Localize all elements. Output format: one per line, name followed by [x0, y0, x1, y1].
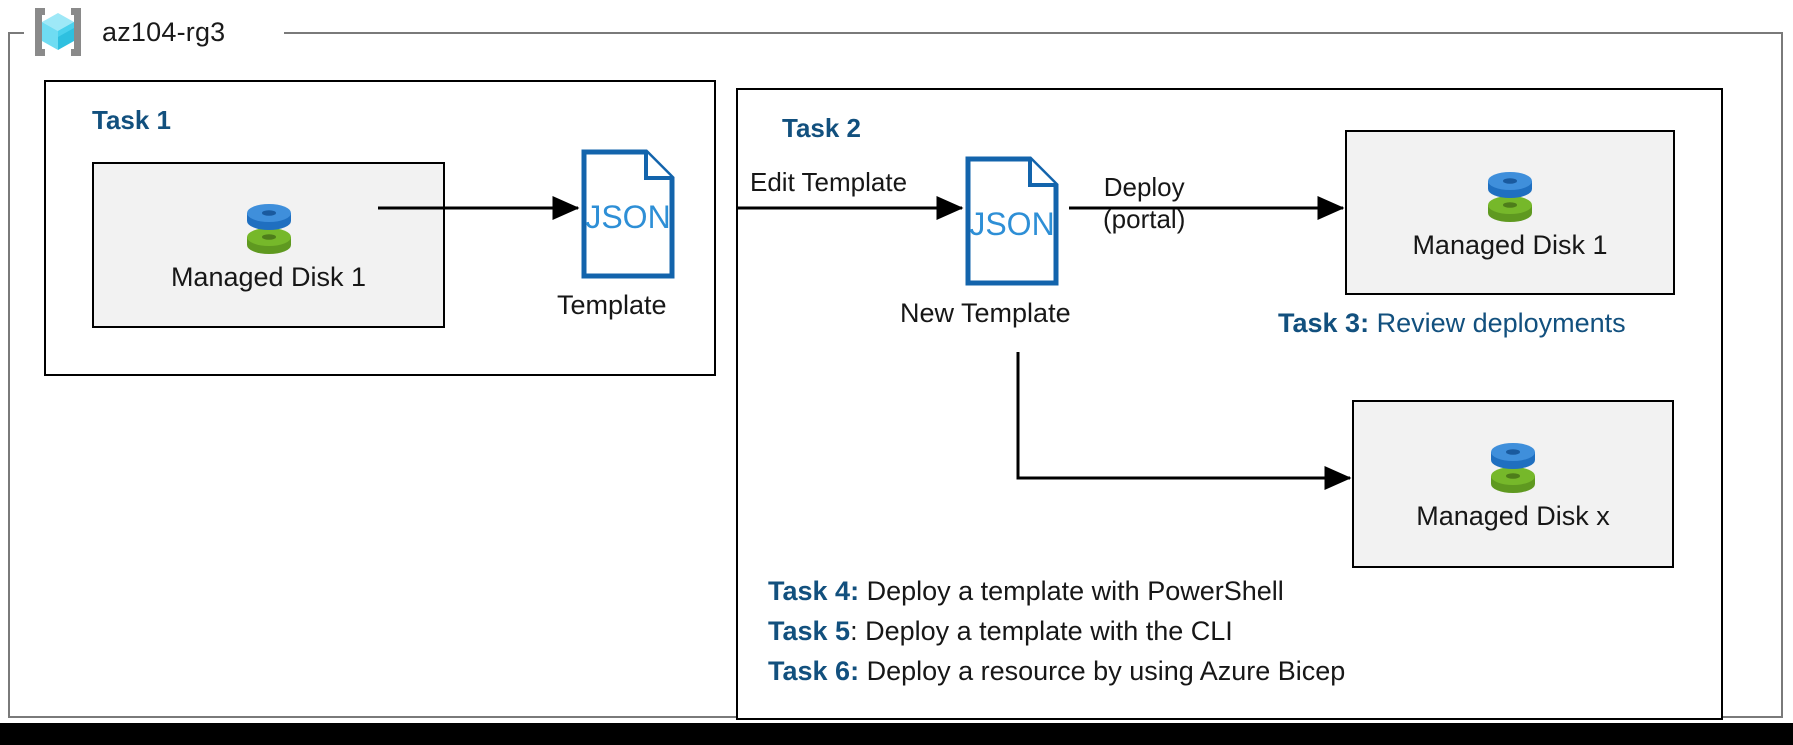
task-4-colon: :: [850, 576, 860, 606]
edit-template-label: Edit Template: [750, 167, 908, 197]
template-caption: Template: [557, 290, 667, 320]
svg-text:JSON: JSON: [969, 206, 1054, 242]
svg-text:JSON: JSON: [585, 199, 670, 235]
azure-resource-group-icon: [30, 4, 86, 60]
managed-disk-1-label: Managed Disk 1: [170, 262, 367, 293]
task-3-number: Task 3: [1278, 308, 1361, 338]
json-file-icon-new-template: JSON: [964, 155, 1060, 287]
deploy-label-line1: Deploy: [1103, 172, 1185, 202]
json-file-icon: JSON: [580, 148, 676, 280]
task-6-note: Task 6: Deploy a resource by using Azure…: [768, 658, 1345, 685]
deploy-label-line2: (portal): [1103, 203, 1186, 234]
managed-disk-x-box: Managed Disk x: [1352, 400, 1674, 568]
task-3-description: Review deployments: [1369, 308, 1626, 338]
resource-group-header: az104-rg3: [30, 4, 225, 60]
new-template-caption: New Template: [900, 298, 1071, 328]
task-5-colon: :: [850, 616, 858, 646]
managed-disk-x-label: Managed Disk x: [1416, 501, 1610, 532]
managed-disk-1-deployed-label: Managed Disk 1: [1412, 229, 1608, 260]
resource-group-name: az104-rg3: [102, 16, 226, 47]
task-4-number: Task 4: [768, 576, 851, 606]
task-1-heading: Task 1: [92, 105, 172, 135]
task-3-note: Task 3: Review deployments: [1278, 310, 1626, 337]
task-2-heading: Task 2: [782, 113, 862, 143]
task-4-note: Task 4: Deploy a template with PowerShel…: [768, 578, 1284, 605]
task-4-description: Deploy a template with PowerShell: [859, 576, 1284, 606]
task-5-number: Task 5: [768, 616, 851, 646]
bottom-band: [0, 723, 1793, 745]
deploy-portal-label: Deploy (portal): [1103, 172, 1185, 235]
task-3-colon: :: [1360, 308, 1370, 338]
managed-disk-icon: [1483, 436, 1543, 502]
managed-disk-icon: [1480, 165, 1540, 231]
managed-disk-icon: [239, 197, 299, 263]
task-6-colon: :: [850, 656, 860, 686]
task-6-description: Deploy a resource by using Azure Bicep: [859, 656, 1346, 686]
task-5-note: Task 5: Deploy a template with the CLI: [768, 618, 1233, 645]
managed-disk-1-box: Managed Disk 1: [92, 162, 445, 328]
task-5-description: Deploy a template with the CLI: [857, 616, 1233, 646]
managed-disk-1-deployed-box: Managed Disk 1: [1345, 130, 1675, 295]
task-6-number: Task 6: [768, 656, 851, 686]
